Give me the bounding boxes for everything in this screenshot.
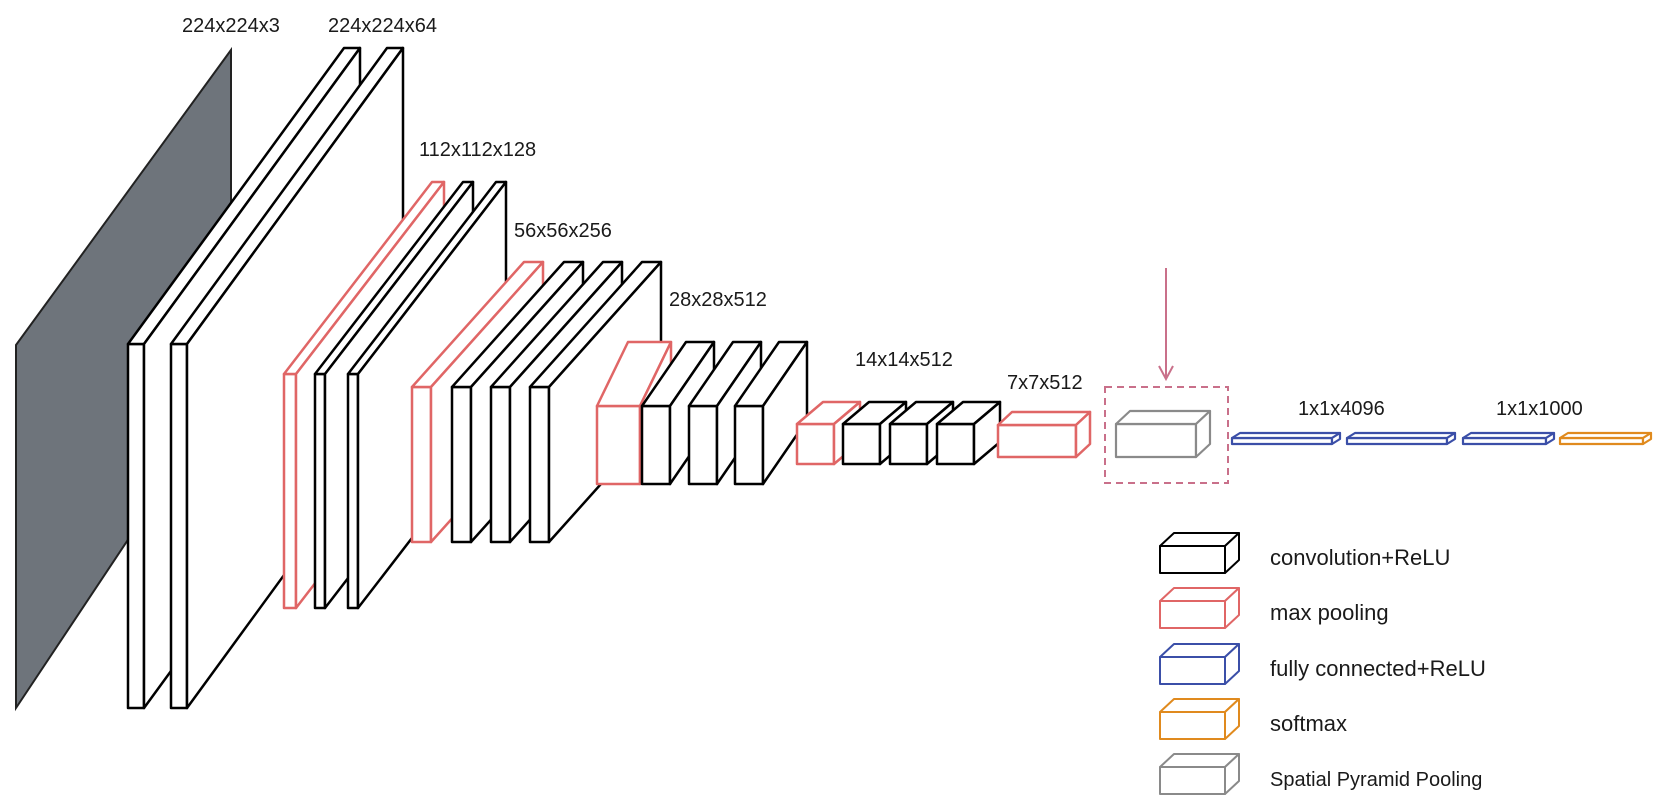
conv-layer — [935, 400, 1002, 466]
legend-icon-spp — [1159, 753, 1240, 795]
spp-arrow-head — [1158, 365, 1174, 382]
legend-icon-softmax — [1159, 698, 1240, 740]
label-block1: 224x224x64 — [328, 15, 437, 37]
legend-icon-pool — [1159, 587, 1240, 629]
legend-icon-fc — [1159, 643, 1240, 685]
legend-label-fc: fully connected+ReLU — [1270, 656, 1486, 681]
legend-label-conv: convolution+ReLU — [1270, 545, 1450, 570]
label-block4: 28x28x512 — [669, 289, 767, 311]
fc-layer — [1230, 431, 1342, 446]
label-block5: 14x14x512 — [855, 349, 953, 371]
label-pool5: 7x7x512 — [1007, 372, 1083, 394]
label-block3: 56x56x256 — [514, 220, 612, 242]
conv-layer — [733, 340, 809, 486]
fc-layer — [1461, 431, 1556, 446]
fc-layer — [1345, 431, 1457, 446]
label-output: 1x1x1000 — [1496, 398, 1583, 420]
label-input: 224x224x3 — [182, 15, 280, 37]
label-fc: 1x1x4096 — [1298, 398, 1385, 420]
legend-label-spp: Spatial Pyramid Pooling — [1270, 769, 1482, 791]
spp-highlight-box — [1104, 386, 1229, 484]
pool-layer — [996, 410, 1092, 459]
label-block2: 112x112x128 — [419, 139, 536, 161]
layer-blocks — [15, 46, 1653, 712]
legend-label-softmax: softmax — [1270, 711, 1347, 736]
legend: convolution+ReLU max pooling fully conne… — [1159, 532, 1486, 795]
softmax-layer — [1558, 431, 1653, 446]
legend-label-pool: max pooling — [1270, 600, 1389, 625]
legend-icon-conv — [1159, 532, 1240, 574]
spp-layer — [1114, 409, 1212, 459]
